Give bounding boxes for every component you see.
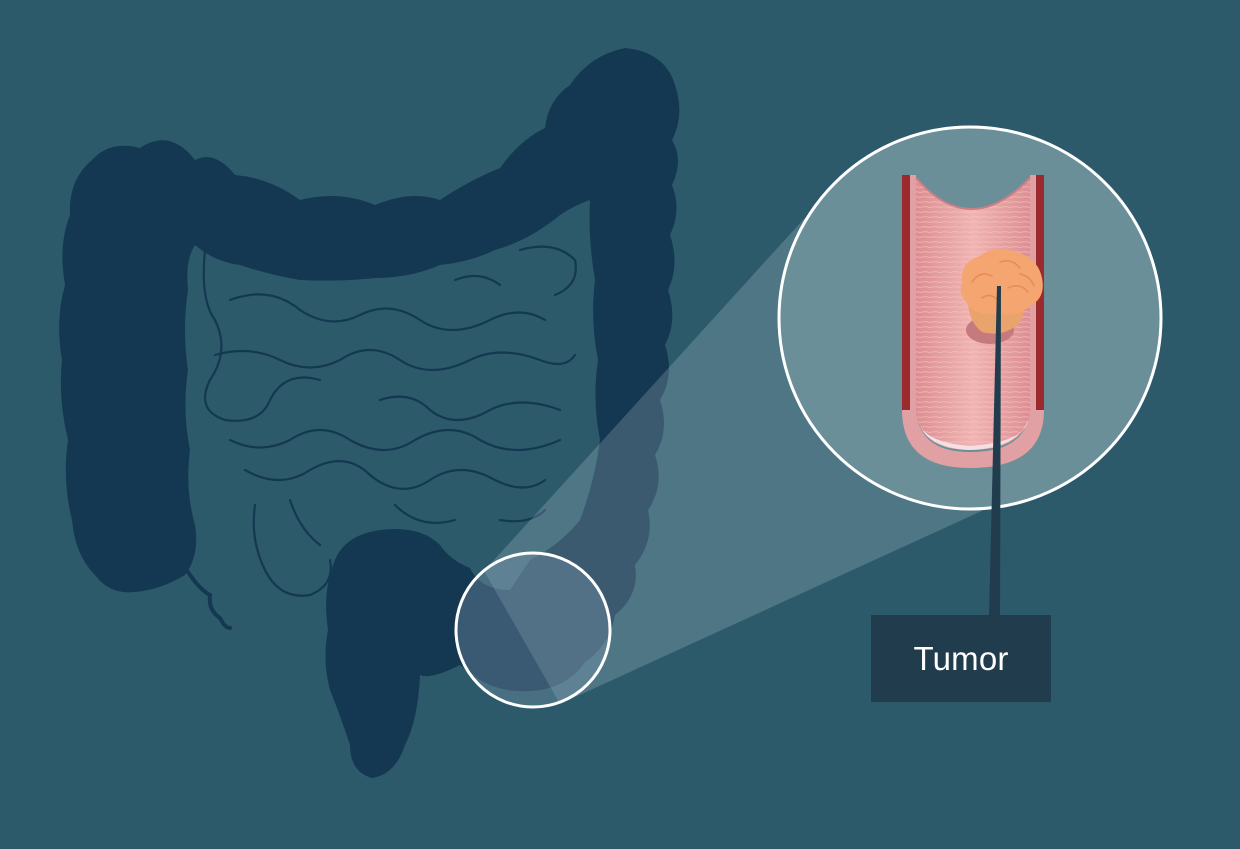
tumor-label: Tumor [871,615,1051,702]
large-intestine-illustration [59,48,680,778]
colon-cross-section [902,175,1044,468]
tumor-pointer [989,286,1001,616]
tumor-label-text: Tumor [913,639,1009,677]
small-intestine-illustration [202,245,577,597]
small-magnifier-circle [454,551,612,709]
magnifier-circle [777,125,1163,511]
